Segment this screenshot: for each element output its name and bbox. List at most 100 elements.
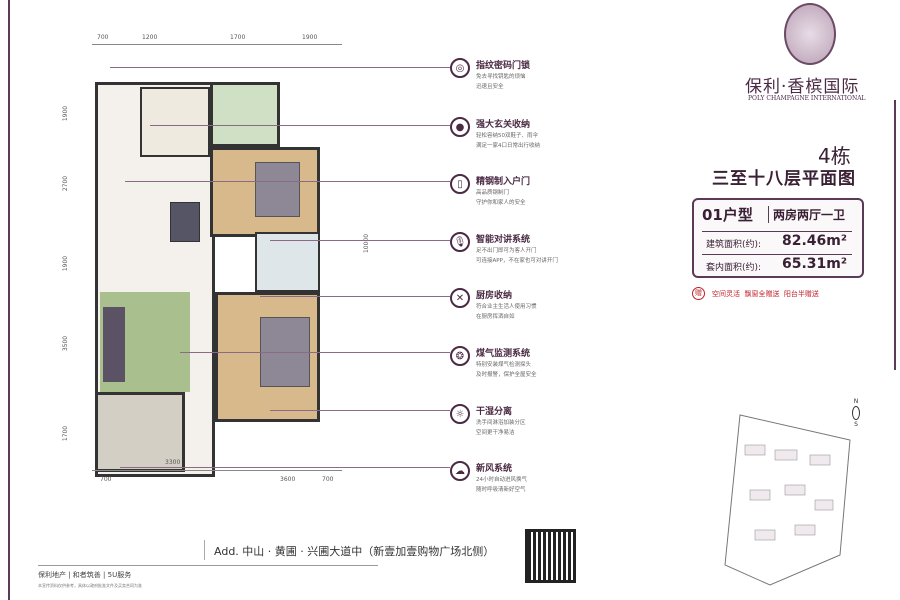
footer-line [38,565,378,566]
feature-title: 新风系统 [476,464,513,474]
feature-desc: 洗手间淋浴加装分区 [476,420,526,426]
building-number: 4栋 [818,144,851,168]
feature-title: 指纹密码门锁 [476,61,531,71]
feature-title: 干湿分离 [476,407,513,417]
building-block [794,524,816,536]
unit-type: 01户型 [702,206,753,224]
unit-info-box: 01户型 两房两厅一卫 建筑面积(约): 82.46m² 套内面积(约): 65… [692,198,864,278]
feature-desc: 24小时自动进风换气 [476,477,527,483]
build-area-value: 82.46m² [782,233,848,249]
dim-left-1: 1900 [62,105,70,122]
dim-line-top [92,44,342,45]
bed-2 [255,162,300,217]
kitchen [140,87,210,157]
dry-wet-icon: ☼ [450,404,470,424]
build-area-label: 建筑面积(约): [706,240,762,250]
feature-title: 强大玄关收纳 [476,120,531,130]
dim-left-5: 1700 [62,425,70,442]
address-divider [204,540,205,560]
dining-table [170,202,200,242]
balcony-top [210,82,280,147]
feature-desc: 迅速且安全 [476,84,504,90]
feature-desc: 可连接APP，不在家也可对讲开门 [476,258,558,264]
floors-title: 三至十八层平面图 [712,169,856,189]
site-map [724,414,851,586]
feature-desc: 随时呼吸清新好空气 [476,487,526,493]
dim-bottom-3: 3600 [280,476,296,483]
building-block [809,454,831,466]
feature-desc: 空间更干净易洁 [476,430,515,436]
brand-name: 保利·香槟国际 [745,77,860,97]
unit-layout: 两房两厅一卫 [768,206,845,223]
leader-line [120,467,450,468]
leader-line [125,181,450,182]
feature-title: 智能对讲系统 [476,235,531,245]
disclaimer: 本宣传资料仅供参考，具体以政府批准文件及买卖合同为准 [38,583,142,588]
left-border [8,0,10,600]
gift-badge-icon: 赠 [692,287,705,300]
building-block [754,529,776,541]
dim-line-bottom [92,470,342,471]
divider [702,231,852,232]
divider [702,254,852,255]
storage-icon: ● [450,117,470,137]
inner-area-value: 65.31m² [782,256,848,272]
dim-bottom-4: 700 [322,476,334,483]
leader-line [150,125,450,126]
dim-top-4: 1900 [302,34,318,41]
compass-needle [852,406,860,420]
dim-top-2: 1200 [142,34,158,41]
partner-logos: 保利地产 | 和者筑善 | 5U服务 [38,571,132,579]
kitchen-icon: ✕ [450,288,470,308]
feature-desc: 及时报警，保护全屋安全 [476,372,537,378]
building-block [814,499,834,511]
address: Add. 中山 · 黄圃 · 兴圃大道中（新壹加壹购物广场北侧） [214,545,495,558]
feature-desc: 守护你和家人的安全 [476,200,526,206]
brand-name-en: POLY CHAMPAGNE INTERNATIONAL [748,95,866,102]
feature-desc: 轻松容纳50双鞋子、雨伞 [476,133,538,139]
intercom-icon: 🎙 [450,232,470,252]
sofa [103,307,125,382]
building-block [744,444,766,456]
dim-right: 10000 [363,233,371,254]
compass-icon: N S [850,398,862,438]
feature-desc: 足不出门即可为客人开门 [476,248,537,254]
right-border [894,100,896,370]
leader-line [180,352,450,353]
leader-line [270,240,450,241]
fingerprint-icon: ◎ [450,58,470,78]
feature-desc: 高品质钢制门 [476,190,510,196]
feature-title: 厨房收纳 [476,291,513,301]
floor-plan [95,72,345,482]
feature-desc: 满足一家4口日常出行收纳 [476,143,541,149]
dim-bottom-1: 700 [100,476,112,483]
compass-south: S [854,421,858,428]
feature-desc: 免去寻找钥匙的烦恼 [476,74,526,80]
gas-icon: ❂ [450,346,470,366]
building-block [774,449,798,461]
leader-line [110,67,450,68]
leader-line [270,410,450,411]
feature-title: 煤气监测系统 [476,349,531,359]
building-block [784,484,806,496]
gift-text: 空间灵活 飘窗全赠送 阳台半赠送 [712,290,819,298]
qr-code [525,529,576,583]
building-block [749,489,771,501]
door-icon: ▯ [450,174,470,194]
compass-north: N [853,398,859,405]
feature-desc: 符合业主生活人使用习惯 [476,304,537,310]
dim-top-3: 1700 [230,34,246,41]
feature-title: 精钢制入户门 [476,177,531,187]
feature-desc: 特别安装煤气检测探头 [476,362,532,368]
bathroom [255,232,320,292]
dim-bottom-2: 3300 [165,459,181,466]
feature-desc: 在厨房挥洒自如 [476,314,515,320]
fresh-air-icon: ☁ [450,461,470,481]
dim-left-4: 3500 [62,335,70,352]
dim-left-2: 2700 [62,175,70,192]
brand-logo-emblem [784,3,836,65]
dim-top-1: 700 [97,34,109,41]
inner-area-label: 套内面积(约): [706,263,762,273]
leader-line [260,296,450,297]
dim-left-3: 1900 [62,255,70,272]
